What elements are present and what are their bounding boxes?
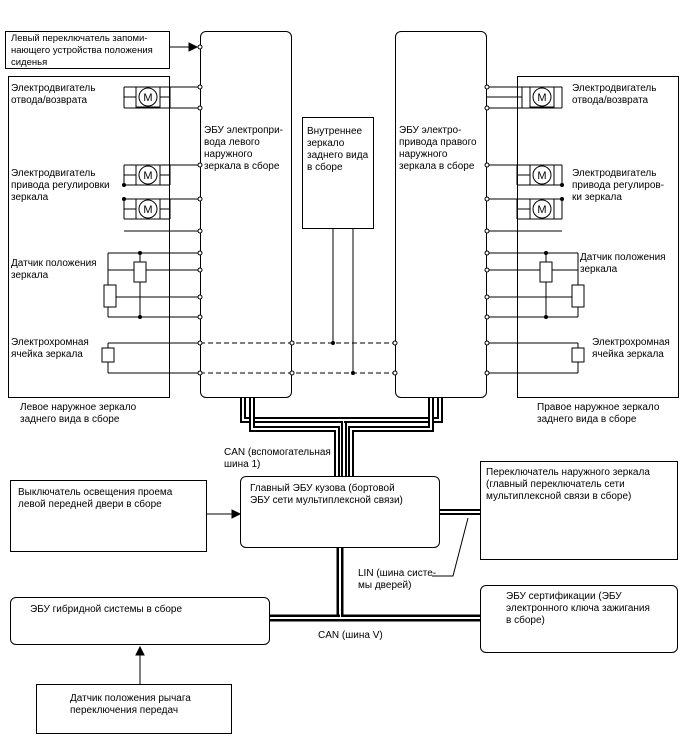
motor-symbol: M — [537, 92, 546, 104]
motor-symbol: M — [143, 204, 152, 216]
right-mirror-ecu-box — [395, 31, 487, 398]
left-mirror-ecu-box — [200, 31, 292, 398]
certification-ecu-box — [480, 585, 678, 653]
motor-symbol: M — [537, 204, 546, 216]
certification-ecu-label: ЭБУ сертификации (ЭБУ электронного ключа… — [506, 591, 650, 626]
right-motor-retract-label: Электродвигатель отвода/возврата — [572, 83, 657, 106]
outer-mirror-switch-label: Переключатель наружного зеркала (главный… — [486, 467, 650, 502]
can-aux-label: CAN (вспомогательная шина 1) — [224, 447, 331, 470]
right-mirror-assembly-box — [517, 76, 679, 398]
left-position-sensor-label: Датчик положения зеркала — [11, 258, 97, 281]
motor-symbol: M — [143, 170, 152, 182]
door-light-switch-box — [10, 480, 207, 552]
right-electrochromic-label: Электрохромная ячейка зеркала — [592, 337, 670, 360]
right-motor-adjust-label: Электродвигатель привода регулиров- ки з… — [572, 168, 665, 203]
outer-mirror-switch-box — [480, 461, 678, 560]
right-mirror-ecu-label: ЭБУ электро- привода правого наружного з… — [399, 125, 477, 172]
inner-mirror-box — [302, 117, 374, 229]
right-position-sensor-label: Датчик положения зеркала — [580, 252, 666, 275]
main-body-ecu-label: Главный ЭБУ кузова (бортовой ЭБУ сети му… — [250, 483, 403, 506]
door-light-switch-label: Выключатель освещения проема левой перед… — [18, 487, 173, 510]
can-v-label: CAN (шина V) — [318, 630, 383, 641]
left-mirror-ecu-label: ЭБУ электропри- вода левого наружного зе… — [204, 125, 284, 172]
main-body-ecu-box — [240, 476, 440, 548]
motor-symbol: M — [143, 92, 152, 104]
left-memory-switch-box — [5, 31, 170, 69]
inner-mirror-label: Внутреннее зеркало заднего вида в сборе — [307, 126, 369, 173]
left-motor-retract-label: Электродвигатель отвода/возврата — [11, 83, 96, 106]
lin-bus-label: LIN (шина систе- мы дверей) — [358, 568, 437, 591]
shift-sensor-label: Датчик положения рычага переключения пер… — [70, 693, 191, 716]
shift-sensor-box — [36, 684, 232, 734]
hybrid-ecu-label: ЭБУ гибридной системы в сборе — [30, 604, 183, 615]
left-mirror-assembly-box — [8, 76, 170, 398]
right-mirror-assembly-label: Правое наружное зеркало заднего вида в с… — [537, 402, 660, 425]
left-mirror-assembly-label: Левое наружное зеркало заднего вида в сб… — [20, 402, 137, 425]
left-electrochromic-label: Электрохромная ячейка зеркала — [11, 337, 89, 360]
left-memory-switch-label: Левый переключатель запоми- нающего устр… — [11, 33, 153, 68]
motor-symbol: M — [537, 170, 546, 182]
hybrid-ecu-box — [10, 597, 270, 645]
left-motor-adjust-label: Электродвигатель привода регулировки зер… — [11, 168, 110, 203]
